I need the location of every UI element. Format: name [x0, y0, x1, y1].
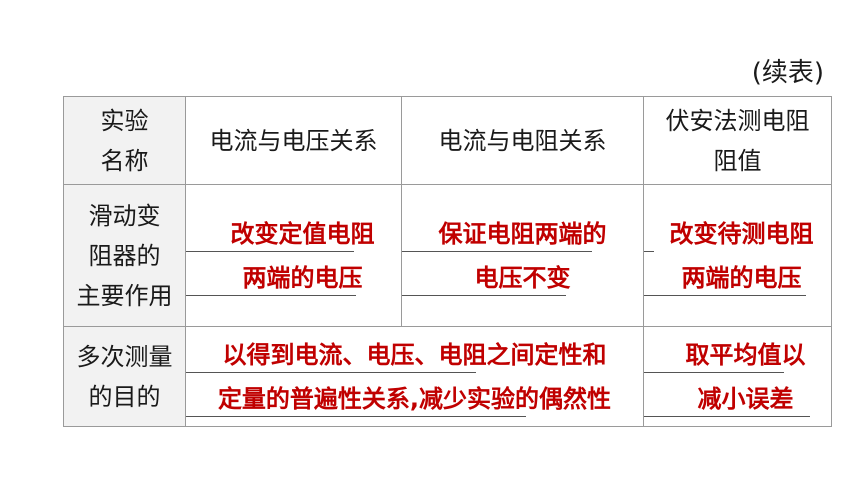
- answer-text: 以得到电流、电压、电阻之间定性和: [222, 340, 607, 369]
- answer-text: 减小误差: [697, 384, 794, 413]
- answer-cell-wide: 以得到电流、电压、电阻之间定性和 定量的普遍性关系,减少实验的偶然性: [185, 326, 644, 427]
- answer-cell: 改变定值电阻 两端的电压: [185, 184, 402, 327]
- answer-text: 改变待测电阻: [669, 219, 814, 248]
- answer-text: 两端的电压: [242, 263, 363, 292]
- answer-text: 定量的普遍性关系,减少实验的偶然性: [217, 384, 612, 413]
- table-header-row: 实验 名称 电流与电压关系 电流与电阻关系 伏安法测电阻 阻值: [63, 96, 832, 185]
- answer-text: 两端的电压: [681, 263, 802, 292]
- answer-text: 改变定值电阻: [230, 219, 375, 248]
- answer-line: 保证电阻两端的: [402, 212, 643, 256]
- row-label-line: 主要作用: [76, 281, 173, 310]
- header-text-line: 名称: [100, 146, 149, 175]
- blank-underline: [644, 250, 654, 252]
- header-text-line: 伏安法测电阻: [665, 106, 810, 135]
- row-label-line: 阻器的: [88, 241, 161, 270]
- row-label-line: 多次测量: [76, 342, 173, 371]
- answer-text: 保证电阻两端的: [438, 219, 607, 248]
- blank-underline: [402, 294, 566, 296]
- continued-label: (续表): [751, 58, 824, 88]
- blank-underline: [402, 250, 592, 252]
- blank-underline: [644, 371, 784, 373]
- answer-cell: 取平均值以 减小误差: [643, 326, 832, 427]
- header-text-line: 阻值: [713, 146, 762, 175]
- header-text-line: 实验: [100, 106, 149, 135]
- blank-underline: [186, 250, 354, 252]
- blank-underline: [644, 294, 806, 296]
- header-current-voltage: 电流与电压关系: [185, 96, 402, 185]
- answer-cell: 改变待测电阻 两端的电压: [643, 184, 832, 327]
- blank-underline: [186, 371, 476, 373]
- experiment-table: 实验 名称 电流与电压关系 电流与电阻关系 伏安法测电阻 阻值 滑动变 阻器的 …: [63, 96, 832, 427]
- answer-line: 取平均值以: [644, 333, 831, 377]
- answer-text: 取平均值以: [685, 340, 806, 369]
- answer-line: 改变定值电阻: [186, 212, 401, 256]
- blank-underline: [186, 415, 526, 417]
- row-label-rheostat-role: 滑动变 阻器的 主要作用: [63, 184, 186, 327]
- blank-underline: [644, 415, 810, 417]
- header-current-resistance: 电流与电阻关系: [401, 96, 644, 185]
- answer-line: 改变待测电阻: [644, 212, 831, 256]
- answer-cell: 保证电阻两端的 电压不变: [401, 184, 644, 327]
- blank-underline: [186, 294, 356, 296]
- answer-text: 电压不变: [474, 263, 571, 292]
- row-label-line: 的目的: [88, 382, 161, 411]
- row-label-purpose: 多次测量 的目的: [63, 326, 186, 427]
- answer-line: 定量的普遍性关系,减少实验的偶然性: [186, 377, 643, 421]
- answer-line: 以得到电流、电压、电阻之间定性和: [186, 333, 643, 377]
- table-row: 多次测量 的目的 以得到电流、电压、电阻之间定性和 定量的普遍性关系,减少实验的…: [63, 326, 832, 427]
- answer-line: 电压不变: [402, 256, 643, 300]
- answer-line: 两端的电压: [186, 256, 401, 300]
- table-row: 滑动变 阻器的 主要作用 改变定值电阻 两端的电压 保证电阻两端的 电压不变 改…: [63, 184, 832, 327]
- header-voltammetry: 伏安法测电阻 阻值: [643, 96, 832, 185]
- answer-line: 两端的电压: [644, 256, 831, 300]
- header-experiment-name: 实验 名称: [63, 96, 186, 185]
- row-label-line: 滑动变: [88, 201, 161, 230]
- answer-line: 减小误差: [644, 377, 831, 421]
